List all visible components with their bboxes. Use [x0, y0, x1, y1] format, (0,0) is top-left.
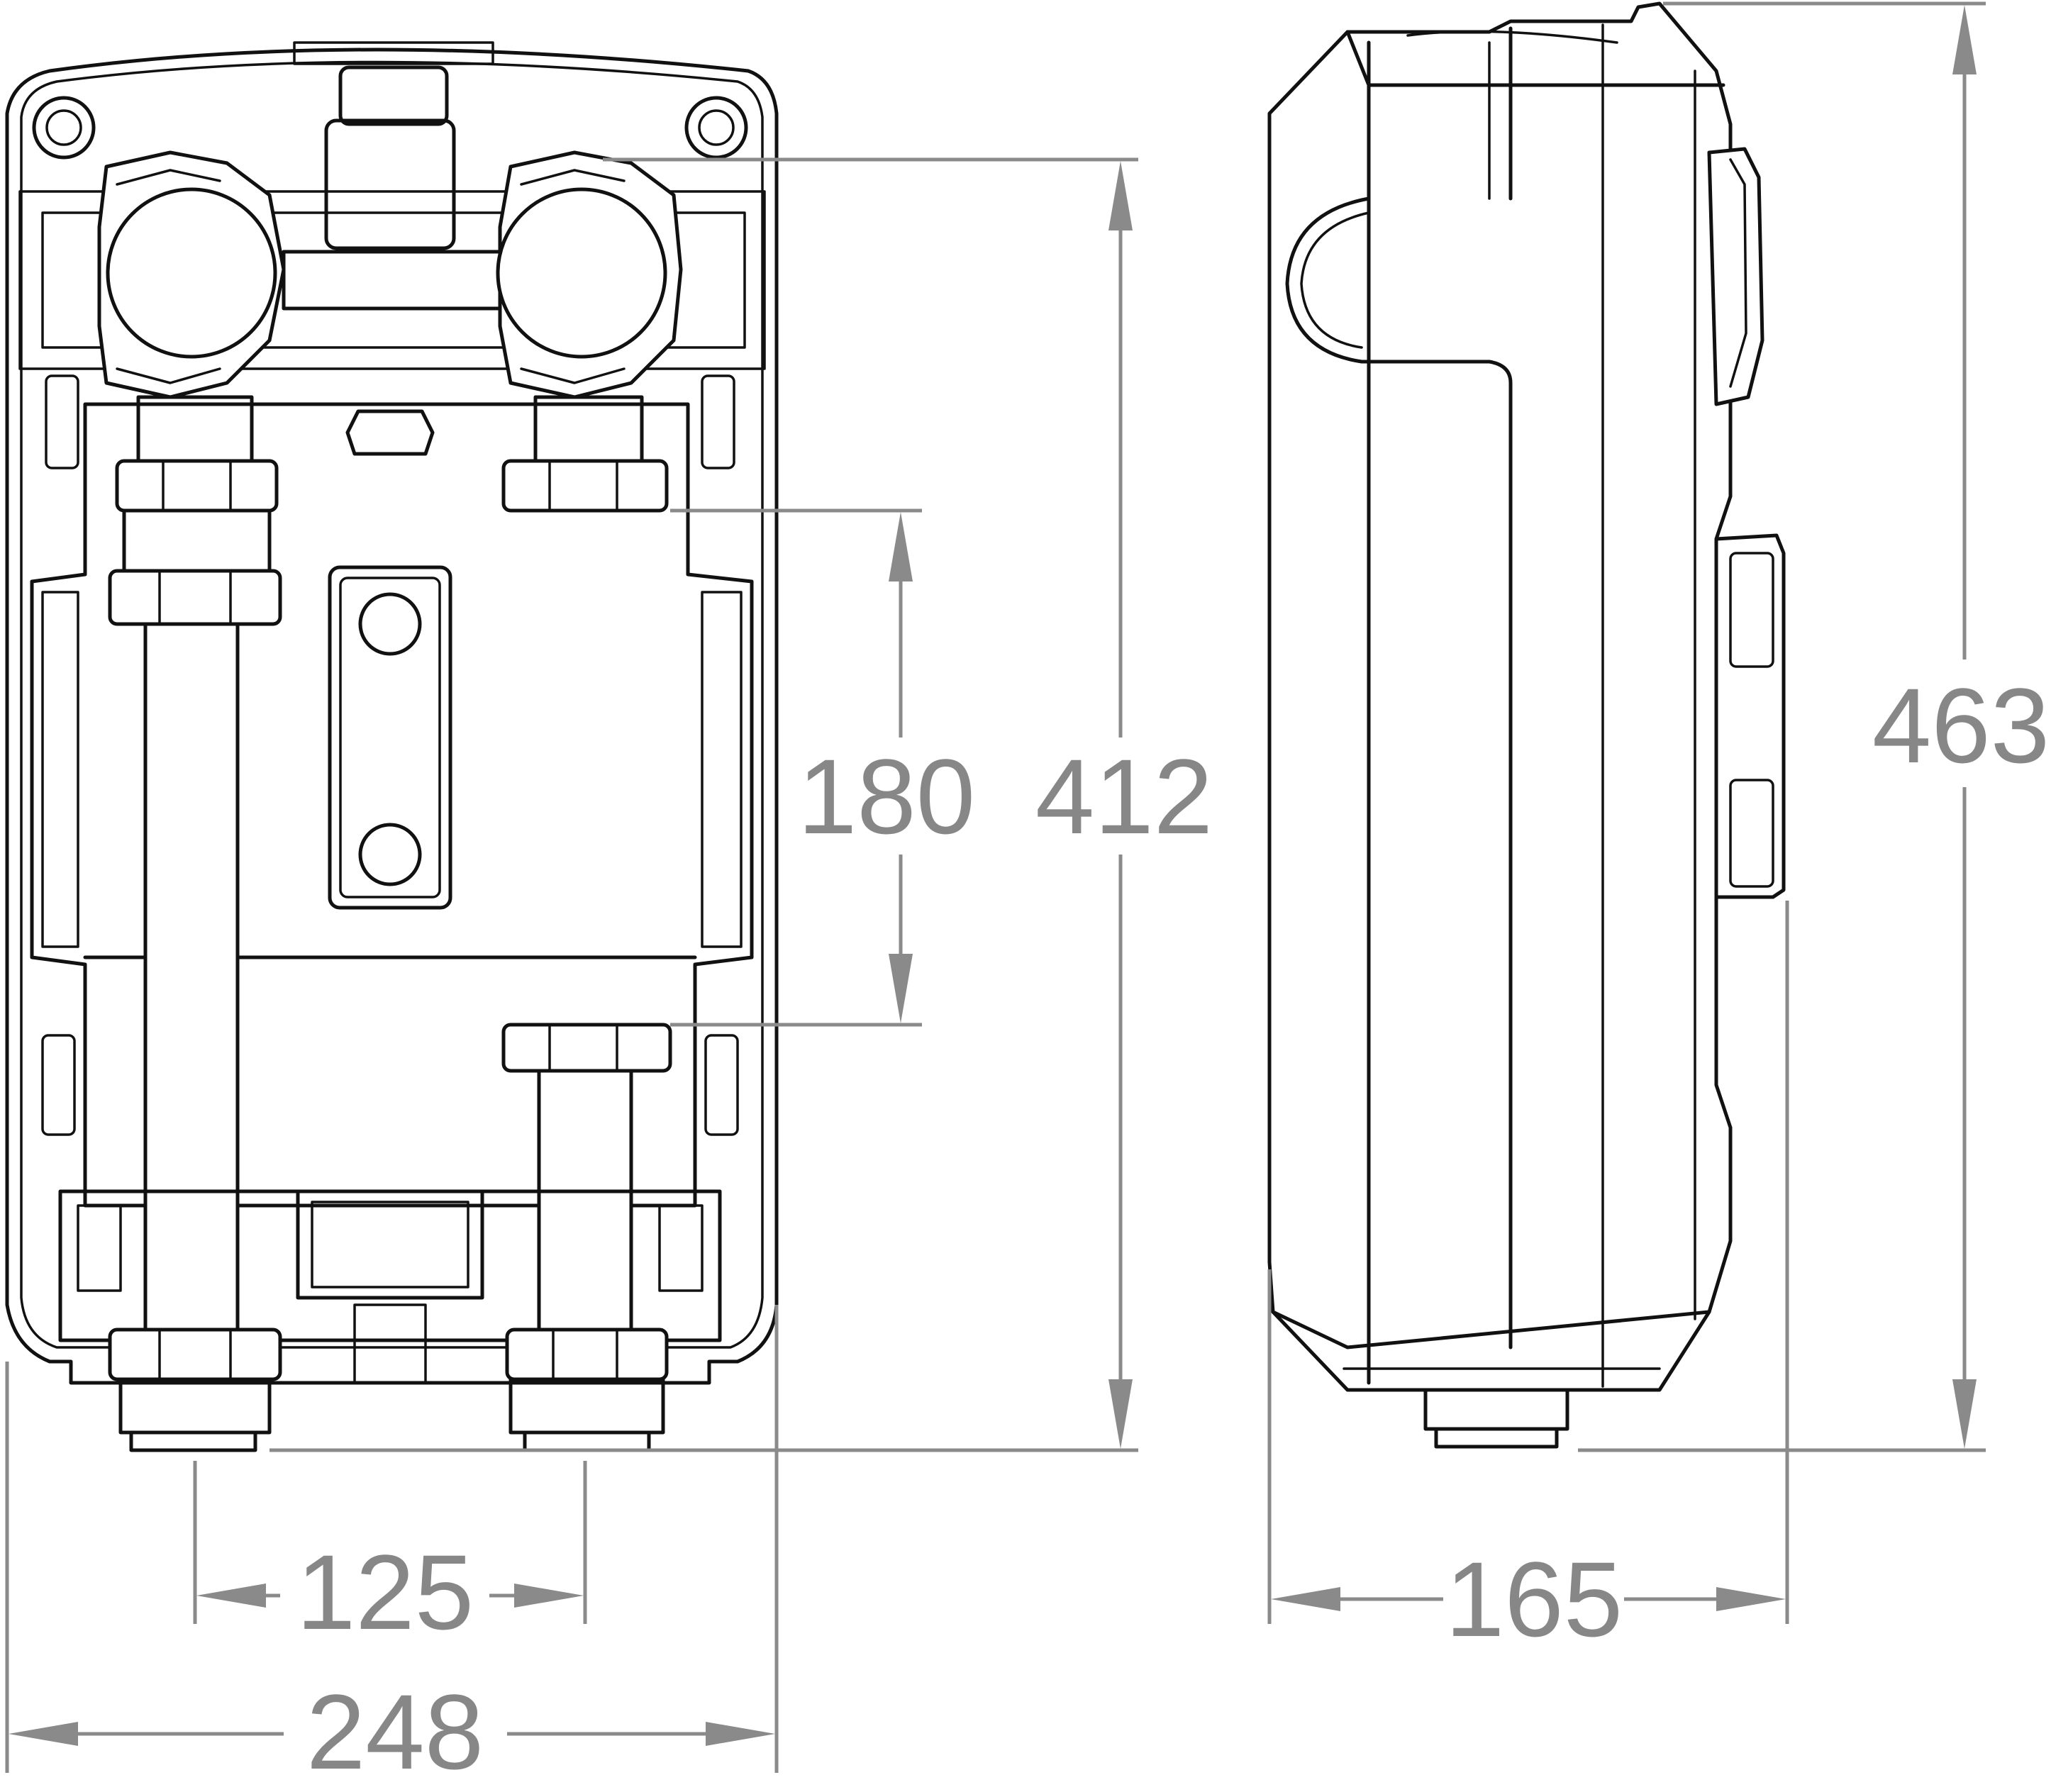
left-lower-bracket: [41, 1034, 76, 1136]
side-bottom-fitting: [1423, 1388, 1569, 1431]
top-clip-body: [324, 118, 456, 250]
side-rail-slot-inner: [1300, 211, 1370, 349]
side-view: [1267, 1, 1786, 1449]
left-upper-pipe: [136, 395, 254, 463]
left-middle-nut: [108, 569, 282, 626]
lower-manifold: [296, 1189, 484, 1300]
top-clip: [338, 65, 449, 126]
top-rail-inner: [41, 211, 746, 349]
right-bottom-fitting: [523, 1430, 651, 1452]
side-top-cap: [1345, 30, 1725, 87]
lower-manifold-inner: [311, 1201, 469, 1289]
front-view: [5, 41, 779, 1452]
pump-body: [30, 402, 754, 1208]
right-upper-bracket: [701, 374, 735, 469]
valve-crossbar: [282, 250, 513, 311]
screw-hole-left: [32, 96, 96, 160]
lower-left-clip: [77, 1204, 122, 1292]
left-upper-nut: [115, 459, 279, 513]
left-bottom-fitting: [129, 1430, 257, 1452]
right-valve: [496, 150, 683, 399]
top-mounting-rail: [18, 190, 766, 370]
side-valve-knob-inner: [1729, 158, 1747, 388]
side-sight-glass: [1714, 533, 1786, 899]
side-sight-glass-bottom: [1729, 779, 1774, 888]
dim-label-180: 180: [798, 737, 975, 856]
side-rail-slot: [1285, 196, 1513, 1349]
side-top-curve: [1406, 30, 1618, 44]
front-housing-outline: [5, 48, 779, 1385]
sight-glass: [328, 565, 452, 910]
side-bottom-cap: [1271, 1310, 1711, 1349]
right-bottom-nut: [505, 1328, 669, 1381]
side-housing-outline: [1267, 1, 1733, 1392]
dim-label-165: 165: [1445, 1540, 1623, 1659]
top-centre-frame: [293, 41, 494, 65]
screw-hole-right: [684, 96, 748, 160]
centre-hook: [345, 409, 435, 456]
right-lower-bracket: [704, 1034, 739, 1136]
dim-label-125: 125: [296, 1532, 474, 1652]
side-sight-glass-top: [1729, 552, 1774, 668]
right-lower-nut: [501, 1023, 672, 1073]
left-bottom-nut: [108, 1328, 282, 1381]
side-bottom-fitting-end: [1434, 1427, 1559, 1449]
dim-label-463: 463: [1872, 666, 2050, 785]
left-bottom-connector: [118, 1377, 272, 1435]
right-lower-pipe: [537, 1069, 633, 1335]
side-valve-knob: [1707, 147, 1764, 406]
right-upper-pipe: [533, 395, 644, 463]
dim-label-412: 412: [1035, 737, 1213, 856]
pump-right-flange: [701, 591, 743, 948]
left-long-pipe: [143, 622, 240, 1335]
dim-label-248: 248: [306, 1672, 484, 1791]
left-valve: [97, 150, 286, 399]
lower-right-clip: [658, 1204, 704, 1292]
left-nut-collar: [122, 508, 272, 577]
right-upper-nut: [501, 459, 669, 513]
right-bottom-connector: [508, 1377, 665, 1435]
left-upper-bracket: [45, 374, 79, 469]
pump-left-flange: [41, 591, 79, 948]
lower-centre-tab: [353, 1303, 427, 1384]
dimension-lines: [5, 1, 1986, 1773]
